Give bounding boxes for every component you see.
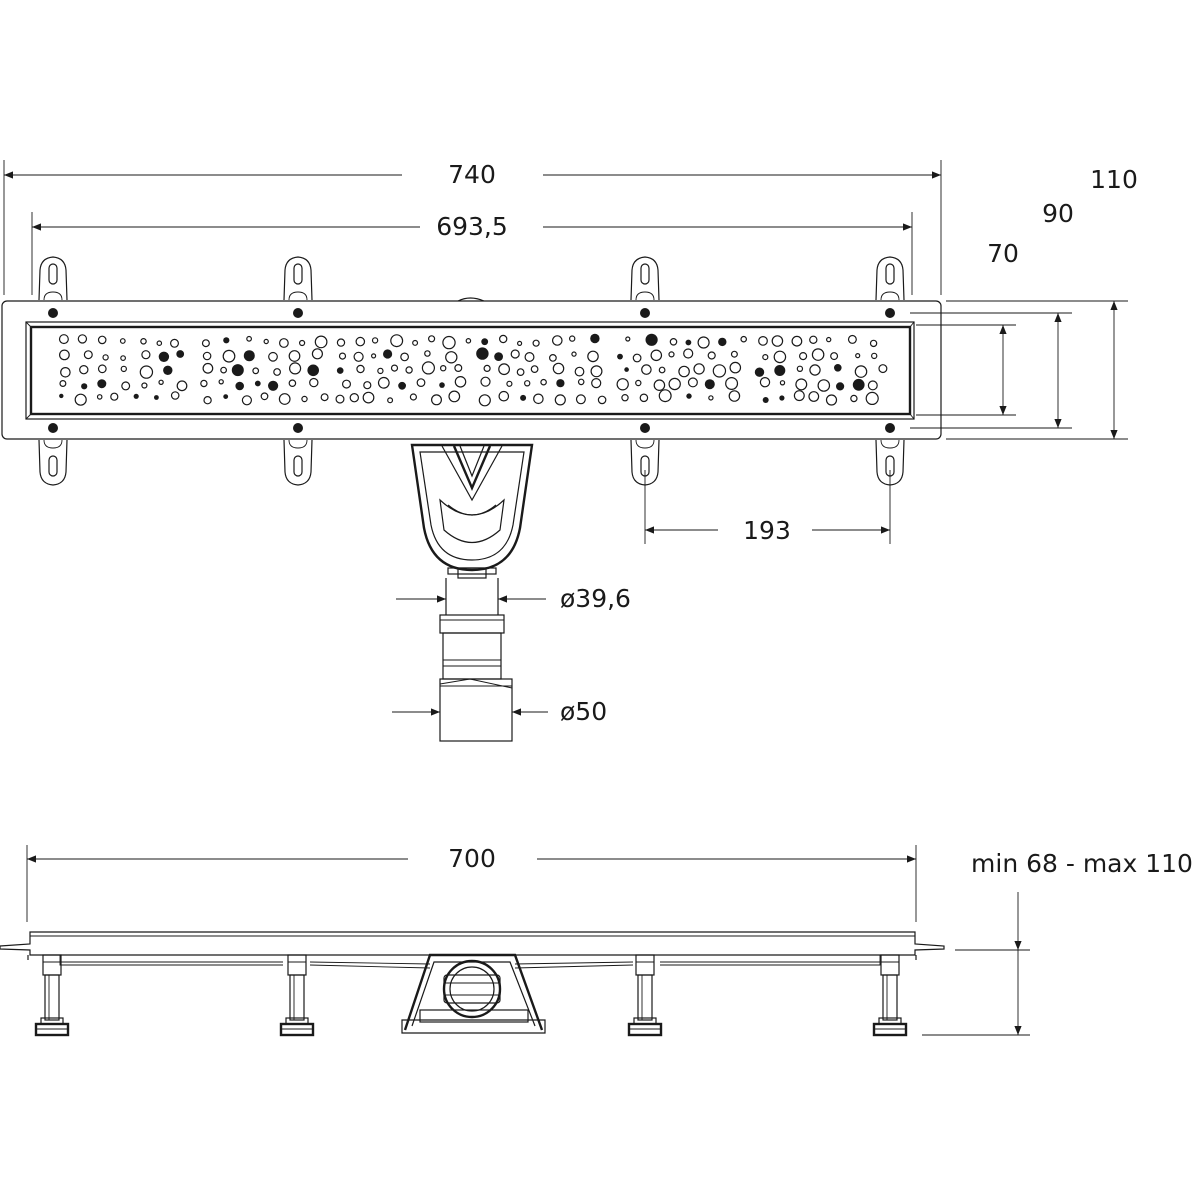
top-view: 740 693,5 110 90 70 bbox=[1, 160, 1138, 742]
dim-label-39-6: ø39,6 bbox=[560, 584, 631, 613]
drain-channel-body bbox=[1, 297, 942, 440]
dimension-side-length: 700 bbox=[26, 844, 917, 922]
dim-label-193: 193 bbox=[743, 516, 791, 545]
siphon-side-view bbox=[401, 953, 546, 1034]
side-view: 700 min 68 - max 110 bbox=[0, 844, 1193, 1037]
screw-points bbox=[48, 308, 895, 433]
dim-label-50: ø50 bbox=[560, 697, 607, 726]
adjustable-legs bbox=[34, 954, 908, 1037]
dim-label-90: 90 bbox=[1042, 199, 1074, 228]
dimension-side-height bbox=[922, 892, 1030, 1036]
channel-profile bbox=[0, 931, 945, 969]
dim-label-height-range: min 68 - max 110 bbox=[971, 849, 1193, 878]
mounting-brackets-top bbox=[38, 256, 905, 301]
dimension-overall-length: 740 bbox=[3, 160, 942, 295]
dimension-vertical-heights bbox=[910, 300, 1128, 440]
outlet-pipe bbox=[439, 578, 513, 742]
mounting-brackets-bottom bbox=[38, 439, 905, 486]
dim-label-70: 70 bbox=[987, 239, 1019, 268]
dim-label-693-5: 693,5 bbox=[436, 212, 508, 241]
dimension-inner-length: 693,5 bbox=[31, 212, 913, 295]
grate-bubble-pattern bbox=[58, 333, 888, 407]
dim-label-110: 110 bbox=[1090, 165, 1138, 194]
siphon-funnel bbox=[410, 443, 534, 579]
dimension-bracket-spacing: 193 bbox=[644, 470, 891, 545]
dimension-pipe-diameter: ø50 bbox=[392, 697, 607, 726]
dimension-outlet-diameter: ø39,6 bbox=[396, 584, 631, 613]
dim-label-700: 700 bbox=[448, 844, 496, 873]
dim-label-740: 740 bbox=[448, 160, 496, 189]
